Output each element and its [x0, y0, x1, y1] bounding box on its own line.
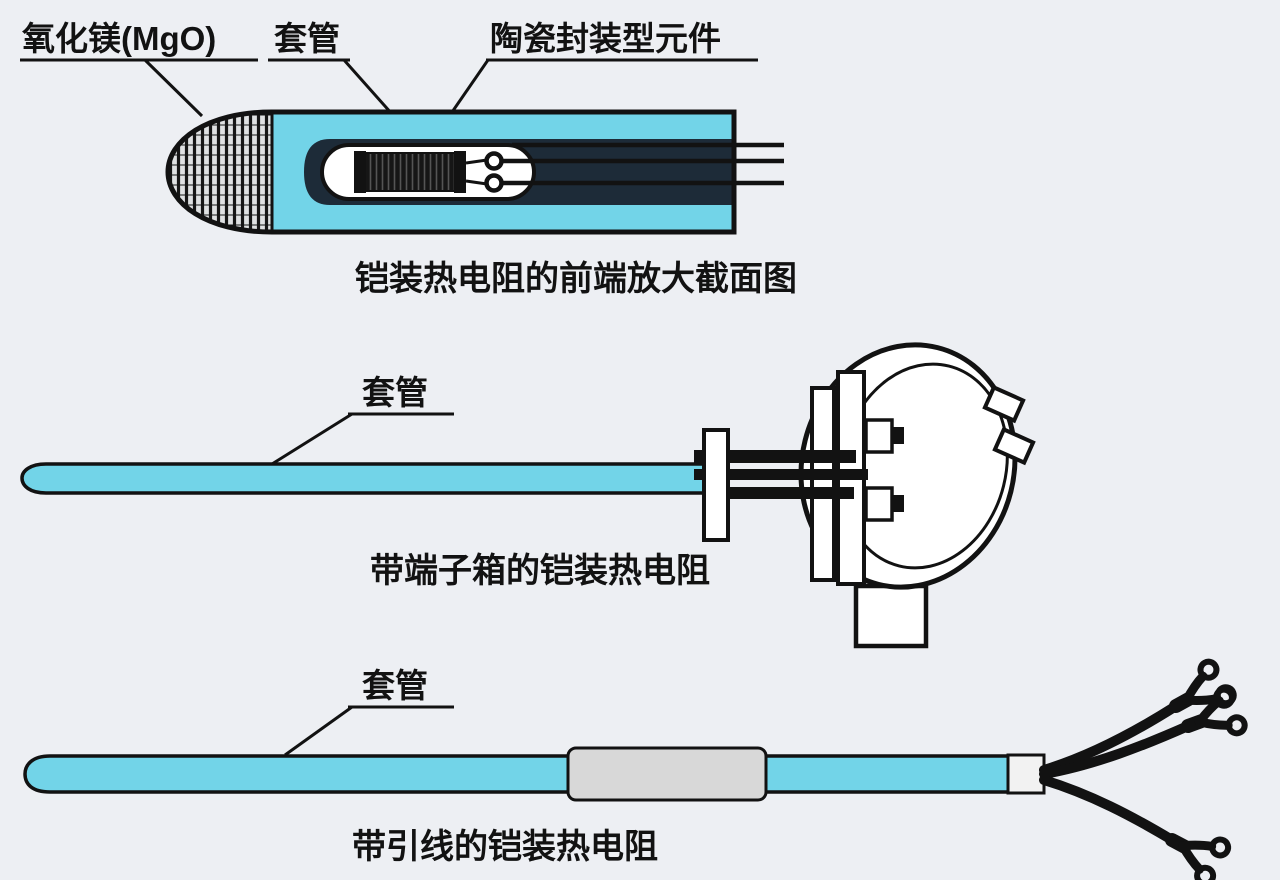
caption-figure-1: 铠装热电阻的前端放大截面图 — [355, 260, 797, 298]
label-sheath-2: 套管 — [362, 374, 428, 411]
lead-cable-2 — [1039, 721, 1193, 779]
connector-rod-2 — [694, 469, 868, 480]
connector-rod-3 — [712, 487, 854, 499]
figure-tip-cross-section: 氧化镁(MgO) 套管 陶瓷封装型元件 铠装热电阻的前端放大截面图 — [20, 20, 797, 298]
lead-cable-1 — [1039, 701, 1181, 775]
wire-eyelet-bottom — [484, 173, 504, 193]
element-wire-top — [465, 158, 488, 165]
element-end-cap-right — [454, 151, 466, 193]
probe-outline — [165, 109, 737, 235]
end-ferrule — [1006, 753, 1046, 795]
cover-tab-upper — [982, 384, 1026, 424]
figure-with-terminal-box: 套管 带端子箱的铠装热电阻 — [20, 342, 1036, 649]
terminal-block-top — [864, 418, 894, 454]
leader-line-sheath-2 — [271, 412, 353, 466]
terminal-box-stub — [853, 583, 929, 649]
element-wire-bottom — [465, 179, 488, 186]
mounting-plate-rear — [810, 386, 836, 582]
label-sheath-3: 套管 — [362, 667, 428, 704]
wire-eyelet-top — [484, 151, 504, 171]
resistance-coil-element — [363, 152, 457, 192]
label-ceramic: 陶瓷封装型元件 — [490, 20, 721, 57]
leader-line-sheath-1 — [342, 59, 394, 115]
label-sheath-1: 套管 — [274, 20, 340, 57]
connector-rod-1 — [694, 450, 856, 463]
label-mgo: 氧化镁(MgO) — [22, 20, 216, 57]
leader-line-mgo — [143, 58, 204, 118]
terminal-block-bottom — [864, 486, 894, 522]
caption-figure-3: 带引线的铠装热电阻 — [352, 828, 658, 866]
figure-with-lead-wires: 套管 带引线的铠装热电阻 — [23, 659, 1247, 880]
leader-line-sheath-3 — [284, 705, 353, 757]
cover-tab-lower — [992, 426, 1036, 466]
lead-cable-3 — [1039, 775, 1177, 845]
entry-flange — [702, 428, 730, 542]
terminal-screw-bottom — [892, 495, 904, 512]
element-end-cap-left — [354, 151, 366, 193]
terminal-screw-top — [892, 427, 904, 444]
sheath-tube-2 — [20, 462, 712, 495]
caption-figure-2: 带端子箱的铠装热电阻 — [370, 552, 710, 590]
sheath-tube-3 — [23, 754, 1014, 794]
transition-sleeve — [566, 746, 768, 802]
